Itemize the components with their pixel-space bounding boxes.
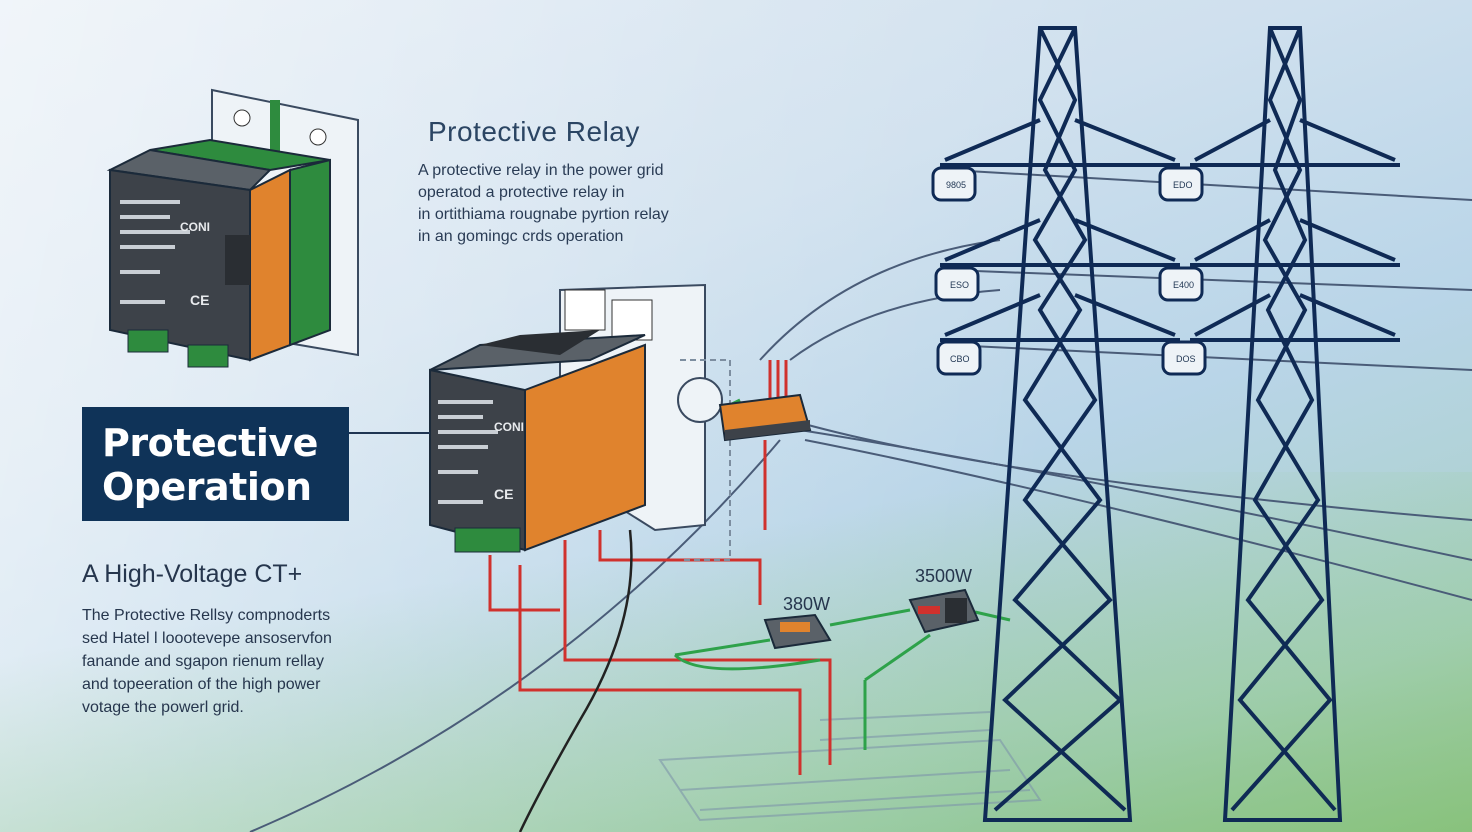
relay-ce-mark-main: CE (494, 486, 514, 502)
insulator-label: ESO (950, 280, 970, 290)
power-label-large: 3500W (915, 566, 973, 586)
relay-title: Protective Relay (428, 116, 640, 147)
operation-line-1: Protective (102, 421, 318, 465)
protective-operation-label: Protective Operation (82, 407, 349, 521)
transmission-wires (249, 169, 1472, 832)
insulators (931, 166, 1207, 376)
ct-line: fanande and sgapon rienum rellay (82, 653, 324, 670)
transmission-tower-left (940, 26, 1180, 822)
ct-line: and topeeration of the high power (82, 676, 321, 693)
red-wires (488, 360, 832, 775)
ct-description: The Protective Rellsy compnoderts sed Ha… (82, 604, 382, 719)
ct-title: A High-Voltage CT+ (82, 560, 303, 588)
relay-line: A protective relay in the power grid (418, 162, 664, 179)
operation-line-2: Operation (102, 465, 312, 509)
insulator-label: CBO (950, 354, 970, 364)
relay-device-main (429, 330, 646, 553)
relay-line: in an gomingc crds operation (418, 228, 624, 245)
relay-ce-mark-top: CE (190, 292, 210, 308)
relay-brand-top: CONI (180, 220, 210, 234)
relay-description: A protective relay in the power grid ope… (418, 160, 748, 248)
ct-line: votage the powerl grid. (82, 699, 244, 716)
relay-brand-main: CONI (494, 420, 524, 434)
ground-plate (658, 711, 1042, 822)
terminal-block (718, 393, 812, 442)
power-label-small: 380W (783, 594, 831, 614)
insulator-label: E400 (1173, 280, 1195, 290)
signal-cable (518, 529, 633, 832)
relay-line: operatod a protective relay in (418, 184, 625, 201)
insulator-label: DOS (1176, 354, 1196, 364)
insulator-label: 9805 (946, 180, 967, 190)
insulator-label: EDO (1173, 180, 1193, 190)
relay-line: in ortithiama rougnabe pyrtion relay (418, 206, 669, 223)
relay-device-top (106, 138, 331, 368)
ct-line: sed Hatel l loootevepe ansoservfon (82, 630, 332, 647)
current-transformer-large (908, 588, 980, 634)
green-wires (673, 398, 1011, 750)
current-transformer-small (763, 613, 832, 650)
transmission-tower-right (1190, 26, 1400, 822)
ct-line: The Protective Rellsy compnoderts (82, 607, 331, 624)
